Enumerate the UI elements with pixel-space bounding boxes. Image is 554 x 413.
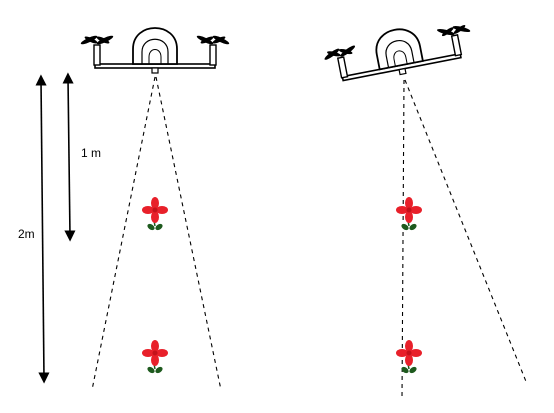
long-dimension-label: 2m [18, 227, 35, 241]
flower-icon [141, 196, 169, 233]
short-dimension-label: 1 m [81, 146, 101, 160]
tilted-camera-fov [401, 79, 528, 399]
level-camera-fov [91, 76, 222, 391]
flower-icon [395, 196, 423, 233]
flower-icon [141, 339, 169, 376]
long-dimension-arrow [35, 74, 50, 384]
short-dimension-arrow [62, 72, 76, 242]
flower-icon [395, 339, 423, 376]
drone-icon [319, 14, 478, 90]
level-drone-scene [79, 27, 231, 391]
drone-icon [79, 27, 231, 74]
tilted-drone-scene [319, 14, 528, 399]
